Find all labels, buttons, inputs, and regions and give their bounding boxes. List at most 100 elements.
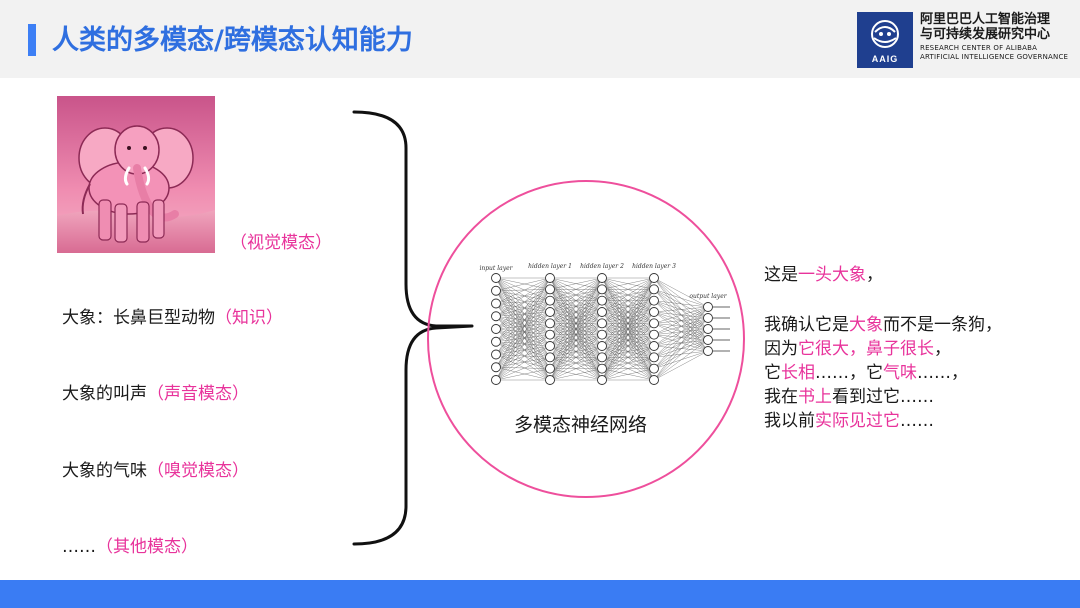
network-connection <box>495 316 551 335</box>
network-connection <box>495 323 551 330</box>
network-node <box>597 363 607 374</box>
network-connection <box>495 277 551 304</box>
desc-l3c: ， <box>934 339 951 359</box>
desc-l1c: ， <box>866 265 883 285</box>
network-connection <box>495 289 551 330</box>
network-connection <box>549 277 603 290</box>
network-node <box>649 307 659 317</box>
network-connection <box>495 290 551 324</box>
network-connection <box>601 277 655 335</box>
network-connection <box>495 277 551 369</box>
network-connection <box>495 341 551 358</box>
aaig-logo: AAIG <box>857 12 913 68</box>
network-connection <box>495 357 551 381</box>
network-connection <box>495 277 551 290</box>
network-connection <box>653 306 709 358</box>
network-node <box>545 273 555 283</box>
network-connection <box>495 323 551 355</box>
network-connection <box>495 334 551 355</box>
network-connection <box>495 300 551 381</box>
network-connection <box>495 303 551 324</box>
description-line-1: 这是一头大象， <box>764 260 883 285</box>
knowledge-label: （知识） <box>215 308 283 328</box>
network-connection <box>495 277 551 381</box>
network-circle <box>427 180 745 498</box>
network-node <box>491 285 501 296</box>
network-connection <box>495 311 551 317</box>
network-connection <box>495 289 551 381</box>
network-connection <box>601 277 655 358</box>
network-caption: 多模态神经网络 <box>514 414 648 436</box>
network-connection <box>601 368 655 381</box>
network-connection <box>549 277 603 324</box>
network-connection <box>495 290 551 301</box>
page-title: 人类的多模态/跨模态认知能力 <box>52 25 413 56</box>
network-connection <box>549 277 603 369</box>
network-connection <box>601 345 655 381</box>
network-node <box>649 352 659 363</box>
network-node <box>545 295 555 306</box>
network-connection <box>495 277 551 355</box>
network-node <box>703 324 713 334</box>
other-label: （其他模态） <box>96 537 198 557</box>
desc-l4e: ……， <box>917 363 968 383</box>
smell-label: （嗅觉模态） <box>147 461 249 481</box>
network-connection <box>495 277 551 301</box>
network-node <box>491 298 501 309</box>
network-connection <box>549 289 603 381</box>
network-node <box>649 363 659 374</box>
network-connection <box>495 277 551 291</box>
sound-label: （声音模态） <box>147 384 249 404</box>
network-connection <box>495 277 551 368</box>
network-connection <box>495 303 551 369</box>
network-node <box>649 375 659 385</box>
desc-l4a: 它 <box>764 363 781 383</box>
network-connection <box>495 367 551 369</box>
network-node <box>649 273 659 283</box>
network-connection <box>549 277 603 347</box>
desc-l2b: 大象 <box>849 315 883 335</box>
network-connection <box>495 289 551 368</box>
network-connection <box>653 306 709 324</box>
network-connection <box>653 328 709 381</box>
desc-l1b: 一头大象 <box>798 265 866 285</box>
network-connection <box>495 334 551 342</box>
network-connection <box>653 306 709 335</box>
network-node <box>545 352 555 363</box>
network-connection <box>495 289 551 317</box>
network-connection <box>495 289 551 304</box>
network-connection <box>495 328 551 347</box>
layer-label: hidden layer 1 <box>528 263 572 270</box>
desc-l2a: 我确认它是 <box>764 315 849 335</box>
network-node <box>491 336 501 347</box>
network-connection <box>495 316 551 369</box>
network-connection <box>495 311 551 355</box>
network-node <box>545 341 555 351</box>
network-connection <box>601 277 655 290</box>
network-node <box>491 273 501 283</box>
layer-label: input layer <box>479 265 513 272</box>
elephant-image <box>57 96 215 253</box>
footer-bar <box>0 580 1080 608</box>
network-connection <box>495 290 551 369</box>
layer-label: output layer <box>689 293 727 300</box>
network-connection <box>495 354 551 369</box>
network-connection <box>653 306 709 369</box>
network-connection <box>495 311 551 381</box>
network-connection <box>495 277 551 358</box>
network-node <box>597 284 607 295</box>
network-connection <box>495 311 551 330</box>
network-connection <box>495 311 551 342</box>
network-connection <box>495 341 551 347</box>
network-connection <box>495 334 551 368</box>
network-connection <box>495 303 551 358</box>
network-connection <box>495 300 551 317</box>
desc-l5a: 我在 <box>764 387 798 407</box>
network-connection <box>495 334 551 381</box>
network-connection <box>495 354 551 358</box>
network-connection <box>495 289 551 355</box>
desc-l6b: 实际见过它 <box>815 411 900 431</box>
network-connection <box>495 323 551 342</box>
network-connection <box>549 277 603 358</box>
